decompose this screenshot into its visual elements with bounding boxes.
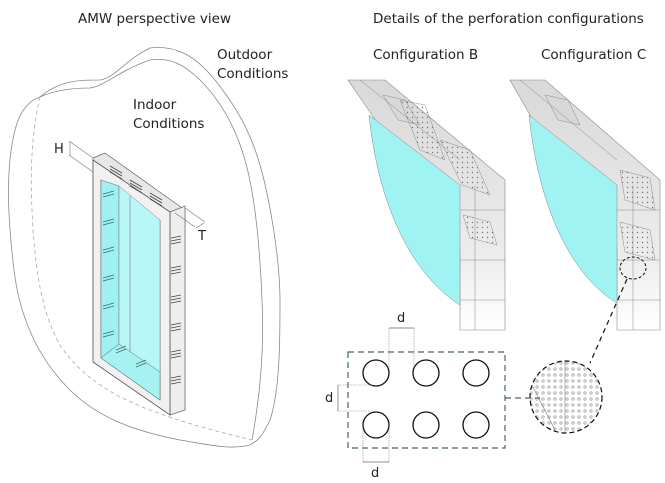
configuration-b-section	[347, 79, 506, 331]
perforation-hole	[412, 359, 440, 387]
perforation-hole	[462, 411, 490, 439]
thickness-dimension	[174, 207, 206, 229]
indoor-label-line2: Conditions	[133, 116, 204, 132]
left-panel-title: AMW perspective view	[78, 11, 231, 27]
callout-line	[589, 278, 628, 364]
outdoor-label-line1: Outdoor	[217, 47, 273, 63]
right-panel-title: Details of the perforation configuration…	[373, 11, 644, 27]
outdoor-boundary	[8, 47, 281, 448]
perforation-hole	[412, 411, 440, 439]
configuration-c-label: Configuration C	[541, 47, 646, 63]
spacing-label-bottom: d	[371, 466, 379, 481]
indoor-boundary	[39, 58, 264, 441]
outdoor-label-line2: Conditions	[217, 66, 288, 82]
configuration-b-label: Configuration B	[373, 47, 478, 63]
spacing-label-left: d	[325, 391, 333, 406]
perforation-hole	[362, 359, 390, 387]
height-label: H	[54, 142, 64, 157]
side-vents	[170, 235, 182, 385]
indoor-label-line1: Indoor	[133, 97, 177, 113]
perforation-detail	[337, 327, 540, 463]
amw-window-unit	[92, 152, 186, 416]
thickness-label: T	[197, 229, 206, 244]
height-dimension	[68, 140, 94, 173]
configuration-c-section	[509, 79, 661, 331]
zoom-source-marker	[619, 256, 647, 280]
perforation-callout	[529, 360, 603, 434]
detail-frame	[347, 351, 506, 449]
boundary-dashed-edge	[30, 96, 253, 441]
perforation-hole	[462, 359, 490, 387]
perforation-hole	[362, 411, 390, 439]
spacing-label-top: d	[397, 311, 405, 326]
